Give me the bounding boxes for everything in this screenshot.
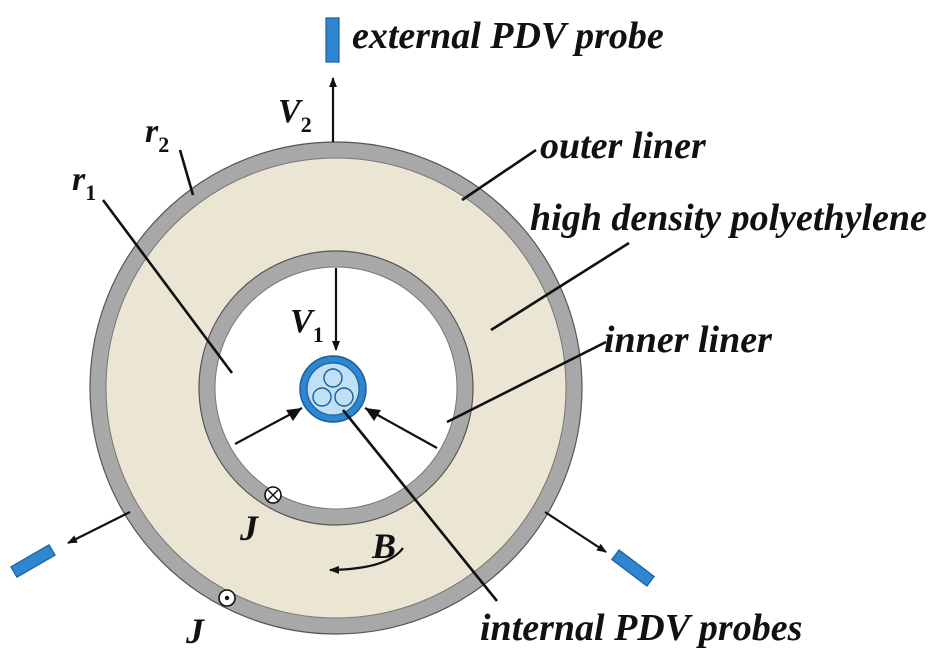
- internal-probes-leader: [341, 409, 499, 602]
- external-probe-top: [325, 17, 340, 63]
- hdpe-label: high density polyethylene: [530, 197, 927, 239]
- inner-liner-leader: [446, 340, 607, 424]
- r2-label: r2: [145, 113, 169, 157]
- current-in-icon: [264, 486, 282, 504]
- inner-liner-label: inner liner: [604, 319, 773, 361]
- internal-probes-label: internal PDV probes: [480, 607, 802, 649]
- internal-probe-fiber: [312, 387, 332, 407]
- v2-label: V2: [278, 93, 312, 137]
- hdpe-leader: [490, 241, 630, 332]
- v1-label: V1: [290, 303, 324, 347]
- external-probe-right: [610, 549, 656, 587]
- external-probe-label: external PDV probe: [352, 15, 664, 57]
- r2-leader: [178, 149, 195, 196]
- internal-probe-bundle: [299, 355, 367, 423]
- current-out-icon: [218, 589, 236, 607]
- b-field-label: B: [371, 526, 396, 566]
- outer-liner-label: outer liner: [540, 125, 707, 167]
- j-outer-label: J: [185, 611, 205, 651]
- r1-leader: [101, 199, 234, 374]
- internal-probe-fiber: [323, 368, 343, 388]
- b-field-arrow: [329, 547, 404, 574]
- outer-liner-leader: [461, 148, 537, 202]
- arrow-to-probe-right: [544, 511, 607, 553]
- external-probe-left: [10, 543, 56, 579]
- probe-view-arrowhead-right: [365, 408, 381, 421]
- arrow-to-probe-left: [67, 511, 131, 544]
- j-inner-label: J: [239, 508, 259, 548]
- probe-view-arrowhead-left: [286, 408, 302, 421]
- r1-label: r1: [72, 161, 96, 205]
- internal-probe-fiber: [334, 387, 354, 407]
